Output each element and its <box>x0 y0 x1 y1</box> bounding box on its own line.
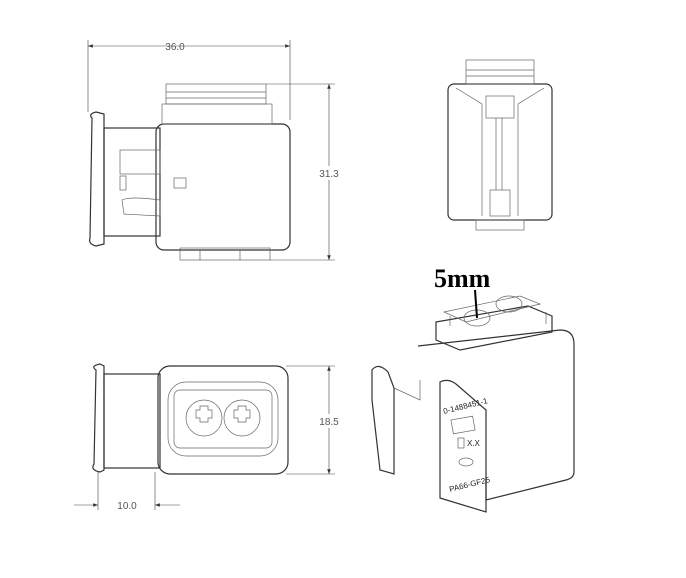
dimension-height-front: 18.5 <box>319 417 339 428</box>
dimension-height-side: 31.3 <box>319 169 339 180</box>
dimension-latch-offset: 10.0 <box>117 501 137 512</box>
front-view <box>74 363 335 510</box>
code-label: X.X <box>467 439 481 448</box>
dimension-width-side: 36.0 <box>165 42 185 53</box>
side-view <box>87 40 335 261</box>
part-number-label: 0-1488451-1 <box>442 396 489 416</box>
material-label: PA66-GF25 <box>448 475 491 494</box>
back-view <box>447 59 553 231</box>
isometric-view <box>371 289 575 513</box>
annotation-5mm: 5mm <box>434 264 491 293</box>
